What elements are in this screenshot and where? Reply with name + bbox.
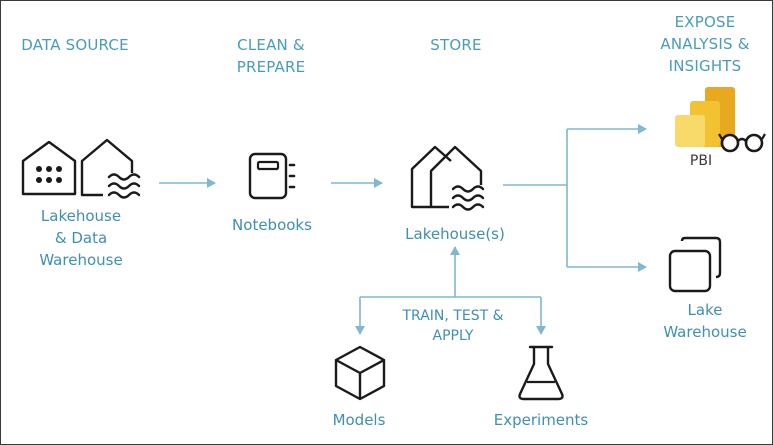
- label-notebooks: Notebooks: [232, 216, 312, 234]
- header-clean-prepare: CLEAN &PREPARE: [236, 36, 306, 76]
- flask-icon: [518, 345, 564, 401]
- header-data-source: DATA SOURCE: [21, 36, 129, 54]
- glasses-icon: [718, 133, 766, 153]
- notebook-icon: [248, 152, 296, 200]
- powerbi-icon: [675, 87, 735, 147]
- lake-warehouse-icon: [668, 236, 722, 293]
- label-lakehouses: Lakehouse(s): [405, 225, 505, 243]
- cube-icon: [334, 345, 386, 401]
- lakehouses-icon: [410, 145, 485, 211]
- label-models: Models: [332, 411, 386, 429]
- label-train-test-apply: TRAIN, TEST &APPLY: [402, 308, 504, 344]
- header-store: STORE: [430, 36, 482, 54]
- lakehouse-icon: [80, 138, 141, 199]
- label-experiments: Experiments: [493, 411, 589, 429]
- label-pbi: PBI: [689, 153, 713, 169]
- warehouse-icon: [21, 140, 77, 196]
